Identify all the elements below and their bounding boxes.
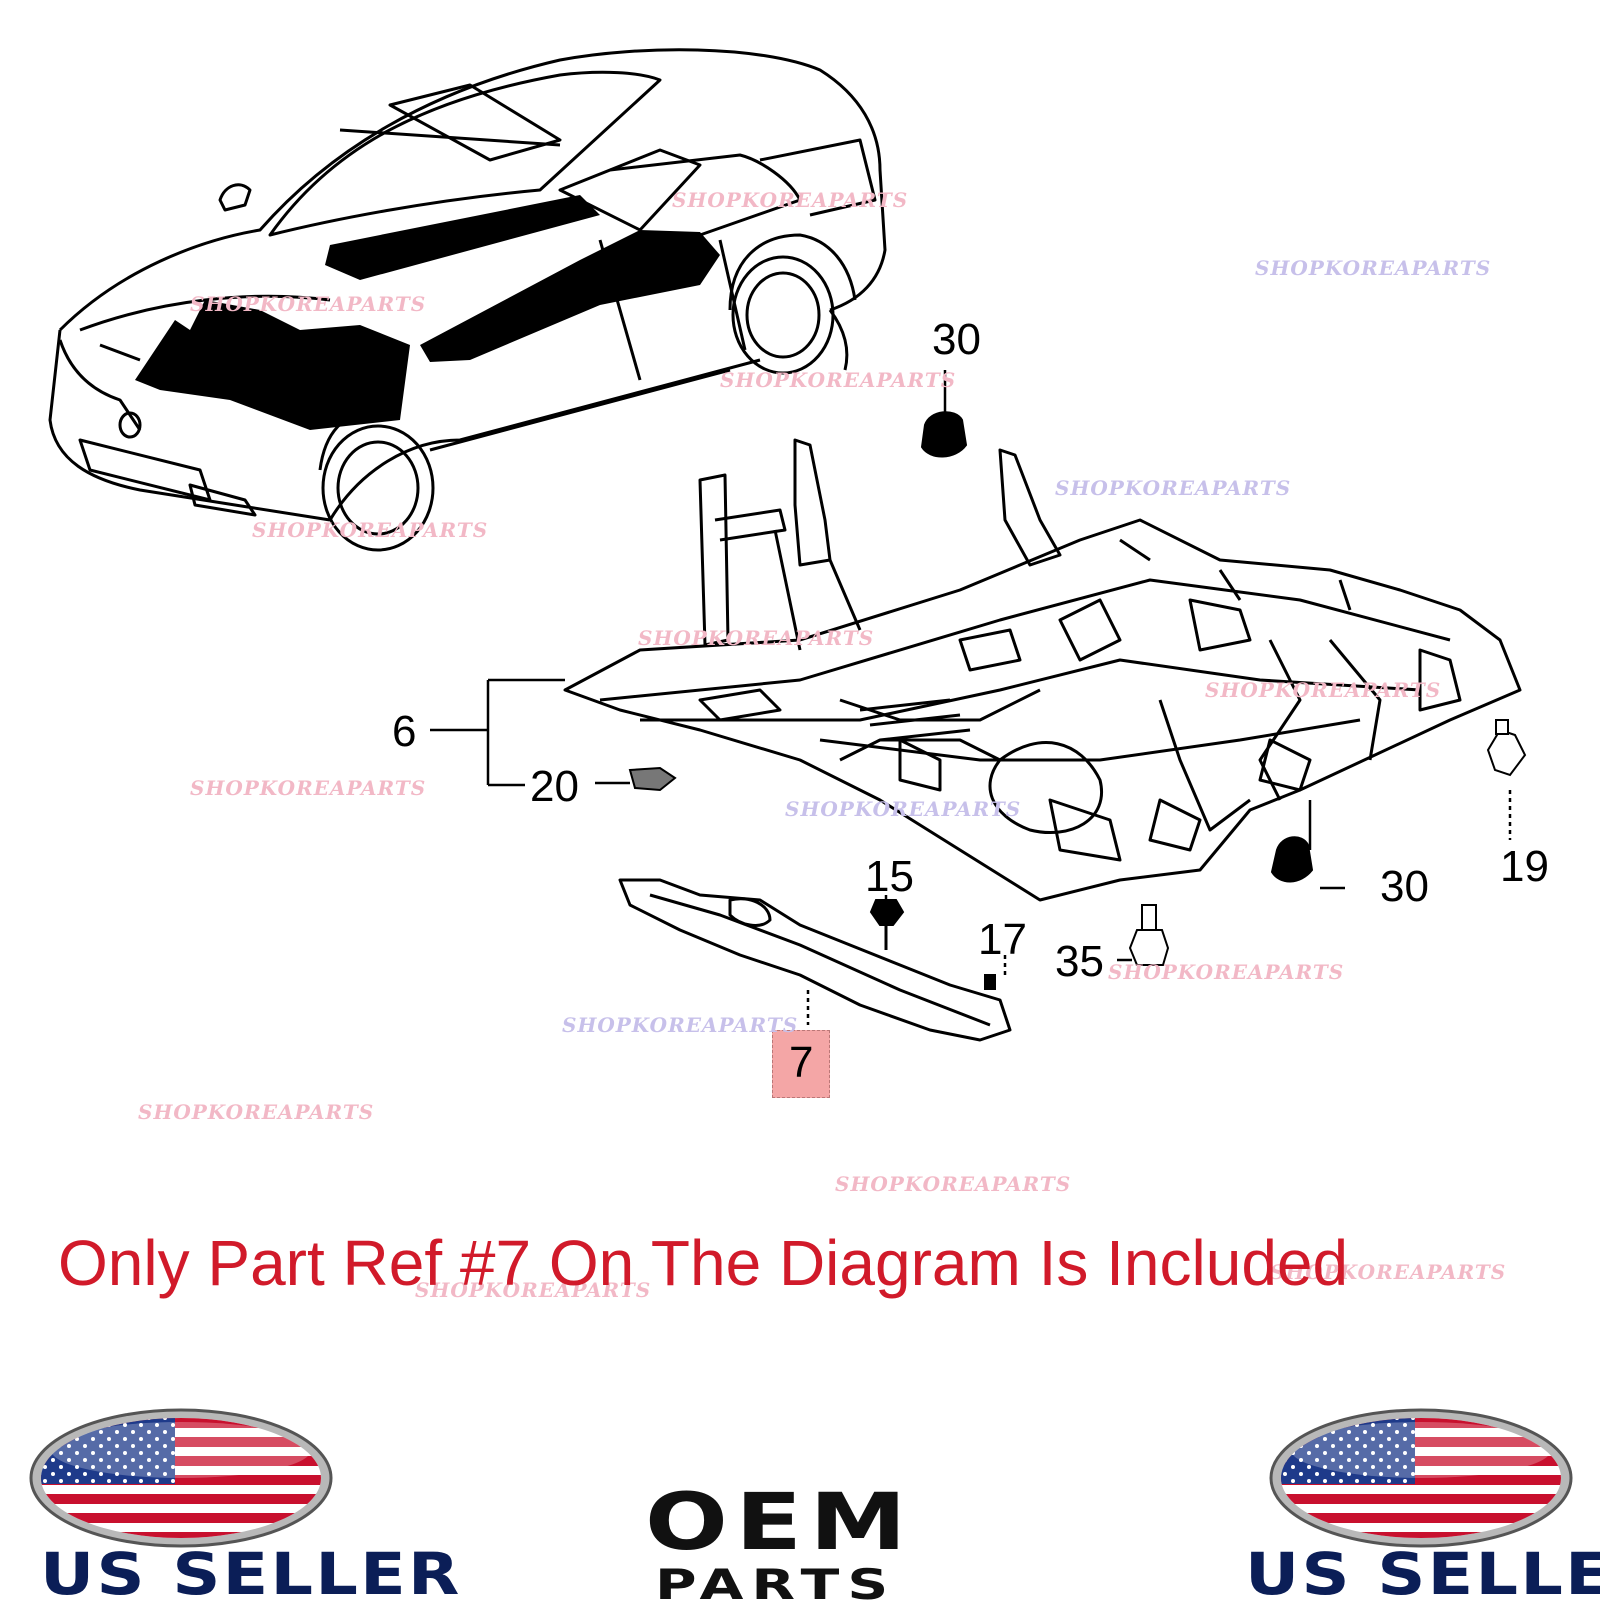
watermark: SHOPKOREAPARTS — [720, 368, 957, 392]
us-flag-oval-icon — [29, 1408, 333, 1548]
parts-logo-text: PARTS — [655, 1560, 897, 1609]
callout-30-top: 30 — [932, 315, 981, 364]
watermark: SHOPKOREAPARTS — [785, 797, 1022, 821]
watermark: SHOPKOREAPARTS — [1270, 1260, 1507, 1284]
part-7-beam — [618, 878, 1012, 1042]
watermark: SHOPKOREAPARTS — [190, 292, 427, 316]
watermark: SHOPKOREAPARTS — [672, 188, 909, 212]
us-seller-badge-right: US SELLER — [1245, 1540, 1600, 1608]
callout-15: 15 — [865, 852, 914, 901]
watermark: SHOPKOREAPARTS — [638, 626, 875, 650]
car-underbody-fill — [135, 195, 720, 430]
callout-35: 35 — [1055, 937, 1104, 986]
watermark: SHOPKOREAPARTS — [190, 776, 427, 800]
callout-6: 6 — [392, 707, 417, 756]
watermark: SHOPKOREAPARTS — [1205, 678, 1442, 702]
watermark: SHOPKOREAPARTS — [562, 1013, 799, 1037]
callout-30-right: 30 — [1380, 862, 1429, 911]
watermark: SHOPKOREAPARTS — [415, 1278, 652, 1302]
car-illustration — [48, 48, 887, 552]
callout-17: 17 — [978, 915, 1027, 964]
watermark: SHOPKOREAPARTS — [1255, 256, 1492, 280]
included-part-notice: Only Part Ref #7 On The Diagram Is Inclu… — [58, 1227, 1349, 1299]
callout-19: 19 — [1500, 842, 1549, 891]
watermark: SHOPKOREAPARTS — [1108, 960, 1345, 984]
leader-lines — [430, 370, 1512, 1025]
fasteners — [628, 411, 1527, 990]
us-flag-oval-icon — [1269, 1408, 1573, 1548]
callout-7-highlighted: 7 — [772, 1030, 831, 1098]
callout-20: 20 — [530, 762, 579, 811]
oem-logo-text: OEM — [645, 1478, 915, 1568]
us-seller-badge-left: US SELLER — [40, 1540, 462, 1608]
watermark: SHOPKOREAPARTS — [252, 518, 489, 542]
undercover-assembly — [563, 438, 1522, 902]
watermark: SHOPKOREAPARTS — [1055, 476, 1292, 500]
watermark: SHOPKOREAPARTS — [835, 1172, 1072, 1196]
watermark: SHOPKOREAPARTS — [138, 1100, 375, 1124]
